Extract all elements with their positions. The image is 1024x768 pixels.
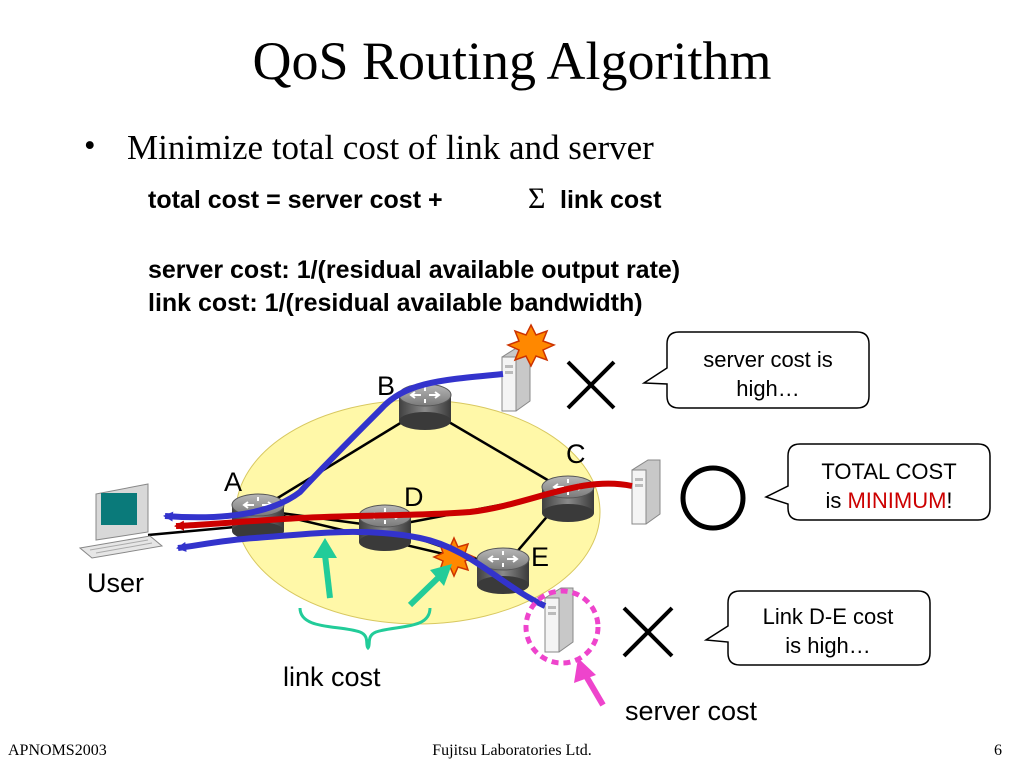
formula-link-cost-definition: link cost: 1/(residual available bandwid… — [148, 289, 643, 317]
server-e-icon — [544, 587, 574, 653]
node-label-b: B — [377, 371, 395, 401]
bullet-text: Minimize total cost of link and server — [127, 128, 654, 167]
server-e-highlight — [523, 588, 601, 666]
footer-organization: Fujitsu Laboratories Ltd. — [432, 742, 592, 759]
reject-mark-top-icon — [566, 360, 616, 410]
callout-link-cost-high: Link D-E cost is high… — [703, 590, 931, 666]
overload-burst-server-icon — [506, 323, 556, 368]
server-cost-label: server cost — [625, 696, 758, 726]
callout-middle-line1: TOTAL COST — [821, 459, 956, 484]
slide-title: QoS Routing Algorithm — [252, 31, 772, 91]
formula-total-cost: total cost = server cost + — [148, 186, 443, 214]
user-computer-icon — [78, 483, 164, 559]
network-diagram: server cost is high… TOTAL COST is MINIM… — [78, 323, 991, 726]
link-cost-label: link cost — [283, 662, 381, 692]
minimum-highlight: MINIMUM — [847, 488, 946, 513]
sigma-icon: Σ — [528, 182, 546, 215]
user-label: User — [87, 568, 144, 598]
node-label-c: C — [566, 439, 586, 469]
server-c-icon — [631, 459, 661, 525]
callout-total-cost-minimum: TOTAL COST is MINIMUM! — [764, 443, 991, 521]
node-label-d: D — [404, 482, 424, 512]
accept-mark-icon — [680, 465, 746, 531]
formula-server-cost-definition: server cost: 1/(residual available outpu… — [148, 256, 681, 284]
callout-top-line1: server cost is — [703, 347, 833, 372]
formula-link-cost-term: link cost — [560, 186, 662, 214]
footer-page-number: 6 — [994, 742, 1002, 759]
path-via-c-minimum — [174, 480, 633, 531]
server-cost-arrow — [574, 658, 606, 707]
link-cost-arrows — [313, 538, 452, 608]
callout-server-cost-high: server cost is high… — [641, 331, 870, 409]
callout-middle-line2: is MINIMUM! — [825, 488, 952, 513]
reject-mark-bottom-icon — [622, 606, 674, 658]
footer-conference: APNOMS2003 — [8, 742, 107, 759]
callout-bottom-line1: Link D-E cost — [763, 604, 894, 629]
node-label-e: E — [531, 542, 549, 572]
bullet-marker: • — [84, 128, 96, 164]
path-via-d-e — [176, 528, 547, 609]
link-cost-brace — [298, 607, 432, 651]
node-label-a: A — [224, 467, 242, 497]
callout-bottom-line2: is high… — [785, 633, 871, 658]
callout-top-line2: high… — [736, 376, 800, 401]
path-via-b — [163, 371, 504, 522]
